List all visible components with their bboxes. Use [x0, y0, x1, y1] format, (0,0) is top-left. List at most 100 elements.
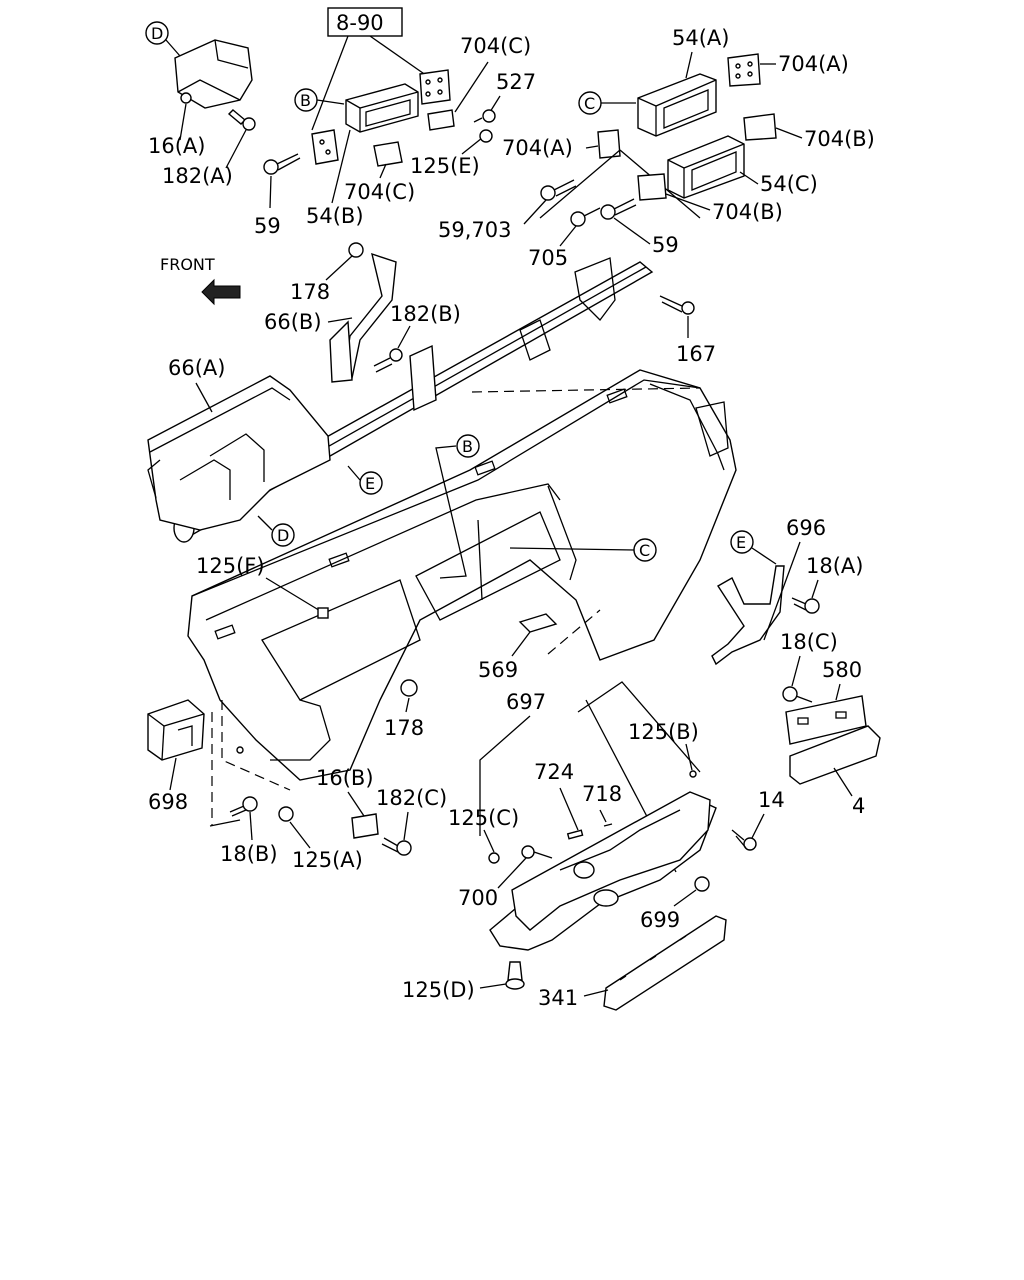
bumper-699	[694, 876, 710, 892]
bolt-18c	[782, 686, 813, 703]
bracket-704a-tr	[727, 53, 761, 87]
screw-59-left	[263, 153, 301, 175]
label-699: 699	[640, 908, 680, 932]
callout-b-mid-label: B	[462, 437, 473, 456]
callout-d-top	[145, 21, 169, 45]
label-705: 705	[528, 246, 568, 270]
label-182b: 182(B)	[390, 302, 461, 326]
label-704c-top: 704(C)	[460, 34, 531, 58]
label-724: 724	[534, 760, 574, 784]
pad-569	[518, 613, 558, 633]
part-724	[566, 829, 584, 840]
label-341: 341	[538, 986, 578, 1010]
callout-b-top-label: B	[300, 91, 311, 110]
screw-59-right	[600, 198, 637, 220]
callout-e-mid-label: E	[365, 474, 375, 493]
bracket-small-2	[311, 129, 339, 165]
front-label: FRONT	[160, 255, 215, 274]
label-54a: 54(A)	[672, 26, 729, 50]
callout-d-mid-label: D	[277, 526, 289, 545]
ref-box	[327, 7, 403, 37]
label-704a-tr: 704(A)	[778, 52, 849, 76]
label-125a: 125(A)	[292, 848, 363, 872]
label-18c: 18(C)	[780, 630, 838, 654]
label-59-703: 59,703	[438, 218, 511, 242]
label-125d: 125(D)	[402, 978, 475, 1002]
label-125b: 125(B)	[628, 720, 699, 744]
bracket-704c-b	[373, 141, 403, 167]
callout-c-mid-label: C	[639, 541, 650, 560]
callout-c-top-label: C	[584, 94, 595, 113]
screw-14	[731, 829, 757, 851]
label-66b: 66(B)	[264, 310, 322, 334]
label-696: 696	[786, 516, 826, 540]
bracket-704b-r	[743, 113, 777, 141]
label-18a: 18(A)	[806, 554, 863, 578]
ref-box-label: 8-90	[336, 11, 384, 35]
bracket-16b	[351, 813, 379, 839]
label-66a: 66(A)	[168, 356, 225, 380]
label-178-top: 178	[290, 280, 330, 304]
bracket-66a	[147, 375, 331, 531]
callout-e-right	[730, 530, 754, 554]
dashed-outline	[471, 387, 701, 393]
label-178-b: 178	[384, 716, 424, 740]
clip-125f	[317, 607, 329, 619]
callout-d-mid	[271, 523, 295, 547]
callout-b-mid	[456, 434, 480, 458]
bracket-704a-mid	[597, 129, 621, 159]
label-569: 569	[478, 658, 518, 682]
label-698: 698	[148, 790, 188, 814]
pocket-54c	[667, 135, 745, 199]
label-14: 14	[758, 788, 785, 812]
bracket-66b	[329, 252, 397, 383]
label-54c: 54(C)	[760, 172, 818, 196]
bracket-696	[711, 565, 785, 666]
label-182a: 182(A)	[162, 164, 233, 188]
label-167: 167	[676, 342, 716, 366]
label-54b: 54(B)	[306, 204, 364, 228]
nut-178-top	[348, 242, 364, 258]
bolt-18a	[791, 597, 820, 614]
label-182c: 182(C)	[376, 786, 447, 810]
bracket-704b-b	[637, 173, 667, 201]
callout-d-top-label: D	[151, 24, 163, 43]
label-697: 697	[506, 690, 546, 714]
callout-e-right-label: E	[736, 533, 746, 552]
label-4: 4	[852, 794, 865, 818]
label-125f: 125(F)	[196, 554, 265, 578]
nut-178-b	[400, 679, 418, 697]
label-59-left: 59	[254, 214, 281, 238]
bracket-d-part	[174, 39, 256, 131]
label-704b-b: 704(B)	[712, 200, 783, 224]
leader	[165, 39, 181, 57]
callout-e-mid	[359, 471, 383, 495]
label-700: 700	[458, 886, 498, 910]
label-718: 718	[582, 782, 622, 806]
bracket-704c-top	[427, 109, 455, 131]
label-16a: 16(A)	[148, 134, 205, 158]
bolt-182c	[381, 837, 412, 856]
glovebox-door	[489, 791, 717, 951]
label-125e: 125(E)	[410, 154, 480, 178]
clip-125c	[488, 852, 500, 864]
label-527: 527	[496, 70, 536, 94]
clip-125a	[278, 806, 294, 822]
bolt-167	[659, 295, 695, 315]
plate-580	[785, 695, 867, 745]
bolt-18b	[229, 796, 258, 817]
label-580: 580	[822, 658, 862, 682]
label-125c: 125(C)	[448, 806, 519, 830]
bolt-182b	[373, 348, 403, 373]
cover-4	[789, 725, 881, 785]
label-704b-r: 704(B)	[804, 127, 875, 151]
bracket-698	[147, 699, 205, 761]
label-18b: 18(B)	[220, 842, 278, 866]
screw-705	[570, 207, 601, 227]
front-arrow-icon	[201, 278, 241, 306]
bracket-stay	[409, 344, 437, 412]
screw-700	[521, 845, 553, 859]
instrument-panel	[187, 369, 737, 781]
label-704c-b: 704(C)	[344, 180, 415, 204]
